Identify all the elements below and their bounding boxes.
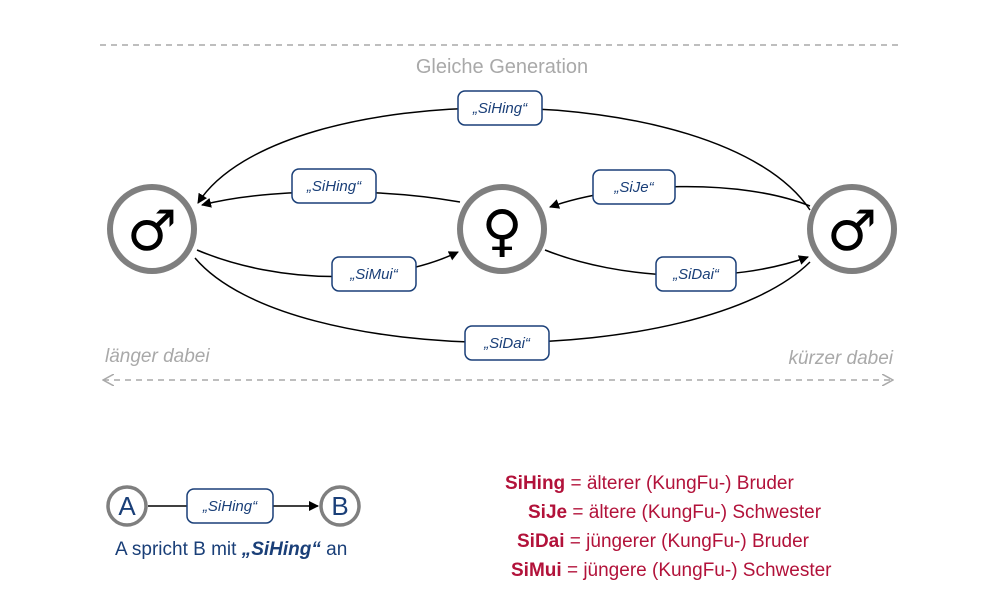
example-node-a <box>106 485 148 527</box>
example-edge-label: „SiHing“ <box>186 488 274 524</box>
legend-item-sije: SiJe = ältere (KungFu-) Schwester <box>528 502 822 523</box>
svg-text:„SiDai“: „SiDai“ <box>672 266 720 283</box>
legend-item-simui: SiMui = jüngere (KungFu-) Schwester <box>511 560 832 581</box>
svg-text:„SiJe“: „SiJe“ <box>613 179 654 196</box>
edge-label-sidai-center: „SiDai“ <box>655 256 737 292</box>
svg-text:„SiMui“: „SiMui“ <box>349 266 399 283</box>
svg-text:„SiHing“: „SiHing“ <box>202 498 258 515</box>
legend-item-sihing: SiHing = älterer (KungFu-) Bruder <box>505 473 794 494</box>
axis-right-label: kürzer dabei <box>788 348 893 369</box>
axis-left-label: länger dabei <box>105 346 210 367</box>
edge-right-to-center <box>549 185 811 209</box>
edge-label-sije: „SiJe“ <box>592 169 676 205</box>
male-symbol-icon: ♂ <box>127 199 177 264</box>
edge-label-simui: „SiMui“ <box>331 256 417 292</box>
example-caption: A spricht B mit „SiHing“ an <box>115 539 347 560</box>
edge-label-sidai-bottom: „SiDai“ <box>464 325 550 361</box>
svg-text:B: B <box>331 491 348 521</box>
edge-left-to-center <box>196 249 459 278</box>
node-right-male: ♂ <box>807 184 897 274</box>
example-diagram: A B „SiHing“ A spricht B mit „SiHing“ an <box>106 485 361 560</box>
node-center-female: ♀ <box>457 184 547 274</box>
legend: SiHing = älterer (KungFu-) Bruder SiJe =… <box>505 473 832 581</box>
svg-text:„SiHing“: „SiHing“ <box>306 178 362 195</box>
svg-text:„SiHing“: „SiHing“ <box>472 100 528 117</box>
svg-text:A: A <box>118 491 136 521</box>
female-symbol-icon: ♀ <box>481 199 522 264</box>
edge-label-sihing-center: „SiHing“ <box>291 168 377 204</box>
male-symbol-icon: ♂ <box>827 199 877 264</box>
legend-item-sidai: SiDai = jüngerer (KungFu-) Bruder <box>517 531 810 552</box>
example-node-b <box>319 485 361 527</box>
node-left-male: ♂ <box>107 184 197 274</box>
generation-title: Gleiche Generation <box>416 56 588 78</box>
svg-text:„SiDai“: „SiDai“ <box>483 335 531 352</box>
edge-label-sihing-top: „SiHing“ <box>457 90 543 126</box>
